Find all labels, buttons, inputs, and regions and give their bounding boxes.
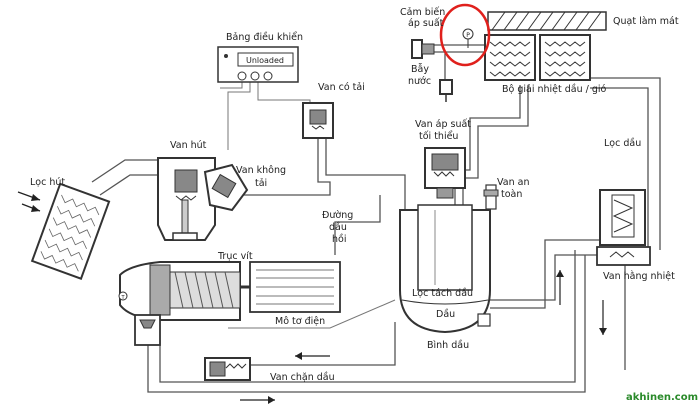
label-separator-filter: Lọc tách dầu: [412, 288, 473, 299]
label-air-filter: Lọc hút: [30, 177, 65, 188]
label-oil-filter: Lọc dầu: [604, 138, 641, 149]
min-pressure-valve: [424, 147, 466, 199]
thermostatic-valve: [596, 246, 651, 266]
control-panel: [217, 46, 299, 83]
label-oil-tank: Bình dầu: [427, 340, 469, 351]
screw-compressor: T: [118, 261, 241, 321]
label-unload-valve: Van không: [236, 165, 286, 176]
label-unload-valve-2: tải: [255, 178, 267, 189]
oil-stop-valve: [204, 357, 251, 381]
watermark: akhinen.com: [626, 392, 698, 403]
water-trap: [411, 39, 453, 102]
label-min-pressure-valve: Van áp suất: [415, 119, 471, 130]
panel-display-text: Unloaded: [246, 56, 284, 65]
label-return-line: Đường: [322, 210, 353, 221]
label-return-line-2: dầu: [329, 222, 347, 233]
label-oil-stop-valve: Van chặn dầu: [270, 372, 335, 383]
flow-arrows: [240, 270, 607, 404]
safety-valve: [483, 184, 499, 210]
label-pressure-sensor-2: áp suất: [408, 18, 444, 29]
cooling-fan: [487, 11, 607, 31]
label-heat-exchanger: Bộ giải nhiệt dầu / gió: [502, 84, 607, 95]
label-motor: Mô tơ điện: [275, 316, 325, 327]
unload-valve: [203, 163, 249, 212]
label-cooling-fan: Quạt làm mát: [613, 16, 679, 27]
label-min-pressure-valve-2: tối thiểu: [419, 131, 458, 142]
label-screw: Trục vít: [217, 251, 253, 262]
svg-text:P: P: [466, 32, 470, 39]
pressure-sensor: P: [462, 28, 474, 48]
oil-separator-tank: [399, 204, 491, 334]
oil-filter: [599, 189, 646, 246]
label-safety-valve: Van an: [497, 177, 529, 188]
heat-exchanger: [484, 34, 591, 81]
load-valve: [302, 102, 334, 139]
label-oil: Dầu: [436, 309, 455, 320]
air-filter: [17, 182, 111, 280]
svg-text:T: T: [120, 295, 125, 301]
label-return-line-3: hồi: [332, 234, 346, 245]
label-intake-valve: Van hút: [170, 140, 207, 151]
label-control-panel: Bảng điều khiển: [226, 32, 303, 43]
sensor-highlight-circle: [439, 3, 491, 67]
label-load-valve: Van có tải: [318, 82, 365, 93]
label-pressure-sensor: Cảm biến: [400, 7, 445, 18]
oil-shutoff-valve-left: [134, 314, 161, 346]
label-safety-valve-2: toàn: [501, 189, 522, 200]
electric-motor: [240, 261, 341, 313]
label-water-trap-2: nước: [408, 76, 431, 87]
label-thermostat-valve: Van hằng nhiệt: [603, 271, 675, 282]
label-water-trap: Bẫy: [411, 64, 429, 75]
intake-valve: [157, 157, 216, 241]
